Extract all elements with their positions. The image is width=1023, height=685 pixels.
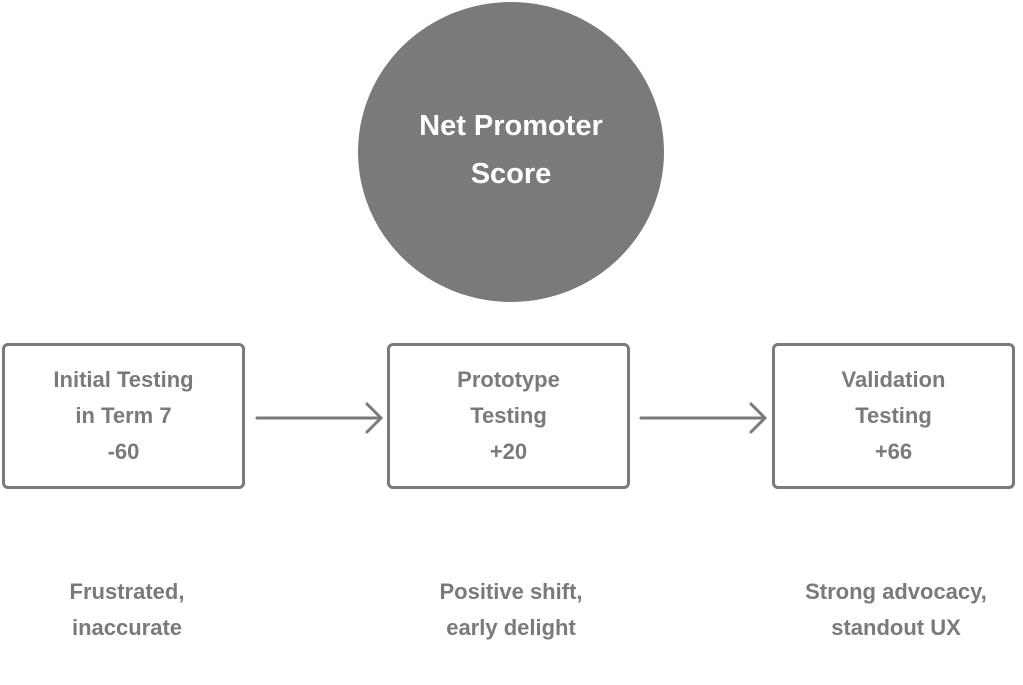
caption-line-2: standout UX (831, 615, 961, 640)
arrow-right-icon (255, 402, 383, 434)
stage-score: -60 (107, 439, 140, 464)
caption-line-2: inaccurate (71, 615, 183, 640)
stage-score: +20 (489, 439, 528, 464)
nps-circle: Net Promoter Score (358, 2, 664, 302)
stage-box-initial-testing: Initial Testing in Term 7 -60 (2, 343, 245, 489)
caption-line-1: Frustrated, (69, 579, 185, 604)
stage-label-line-1: Validation (841, 367, 946, 392)
arrow-right-icon (639, 402, 767, 434)
stage-label-line-2: Testing (470, 403, 547, 428)
stage-label-line-2: in Term 7 (75, 403, 172, 428)
caption-line-2: early delight (446, 615, 576, 640)
nps-title: Net Promoter Score (396, 102, 626, 198)
stage-caption-prototype: Positive shift, early delight (381, 574, 641, 646)
stage-caption-validation: Strong advocacy, standout UX (766, 574, 1023, 646)
nps-title-line-2: Score (470, 158, 552, 190)
stage-box-prototype-testing: Prototype Testing +20 (387, 343, 630, 489)
nps-title-line-1: Net Promoter (419, 110, 603, 142)
caption-line-1: Positive shift, (439, 579, 583, 604)
stage-label-line-2: Testing (855, 403, 932, 428)
stage-box-validation-testing: Validation Testing +66 (772, 343, 1015, 489)
stage-score: +66 (874, 439, 913, 464)
stage-label-line-1: Initial Testing (53, 367, 194, 392)
stage-label-line-1: Prototype (457, 367, 560, 392)
caption-line-1: Strong advocacy, (805, 579, 987, 604)
stage-caption-initial: Frustrated, inaccurate (0, 574, 257, 646)
